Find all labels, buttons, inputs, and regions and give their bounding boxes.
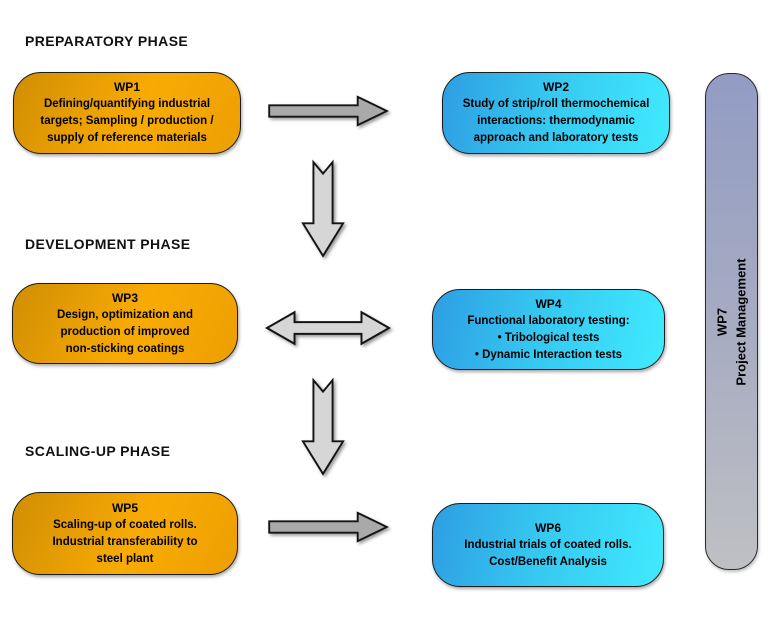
arrow-down-icon [301, 377, 345, 477]
wp1-body: Defining/quantifying industrial targets;… [40, 98, 214, 144]
wp7-label: WP7 Project Management [713, 258, 751, 385]
wp3-body: Design, optimization and production of i… [56, 308, 194, 355]
arrow-down-icon [301, 159, 345, 259]
wp6-title: WP6 [534, 520, 561, 535]
wp5-box: WP5 Scaling-up of coated rolls. Industri… [12, 492, 238, 575]
wp7-title: WP7 [714, 307, 730, 336]
wp1-box: WP1 Defining/quantifying industrial targ… [13, 72, 241, 154]
wp3-title: WP3 [111, 290, 138, 305]
wp7-subtitle: Project Management [733, 257, 749, 386]
wp2-box: WP2 Study of strip/roll thermochemical i… [442, 72, 670, 154]
wp2-body: Study of strip/roll thermochemical inter… [462, 98, 650, 144]
arrow-right-icon [265, 95, 392, 127]
wp4-box: WP4 Functional laboratory testing: • Tri… [432, 289, 665, 370]
wp6-box: WP6 Industrial trials of coated rolls. C… [432, 503, 664, 587]
wp6-body: Industrial trials of coated rolls. Cost/… [464, 538, 632, 568]
phase-title-scaling-up: SCALING-UP PHASE [25, 443, 171, 459]
wp3-box: WP3 Design, optimization and production … [12, 283, 238, 364]
phase-title-development: DEVELOPMENT PHASE [25, 236, 191, 252]
wp5-body: Scaling-up of coated rolls. Industrial t… [52, 518, 198, 565]
wp7-management-bar: WP7 Project Management [705, 73, 758, 570]
wp5-title: WP5 [111, 500, 138, 515]
wp2-title: WP2 [542, 80, 569, 94]
wp4-body: Functional laboratory testing: • Tribolo… [467, 314, 630, 361]
phase-title-preparatory: PREPARATORY PHASE [25, 33, 189, 49]
wp4-title: WP4 [535, 296, 562, 311]
wp1-title: WP1 [113, 80, 140, 94]
arrow-double-horizontal-icon [264, 309, 392, 347]
arrow-right-icon [265, 511, 392, 543]
